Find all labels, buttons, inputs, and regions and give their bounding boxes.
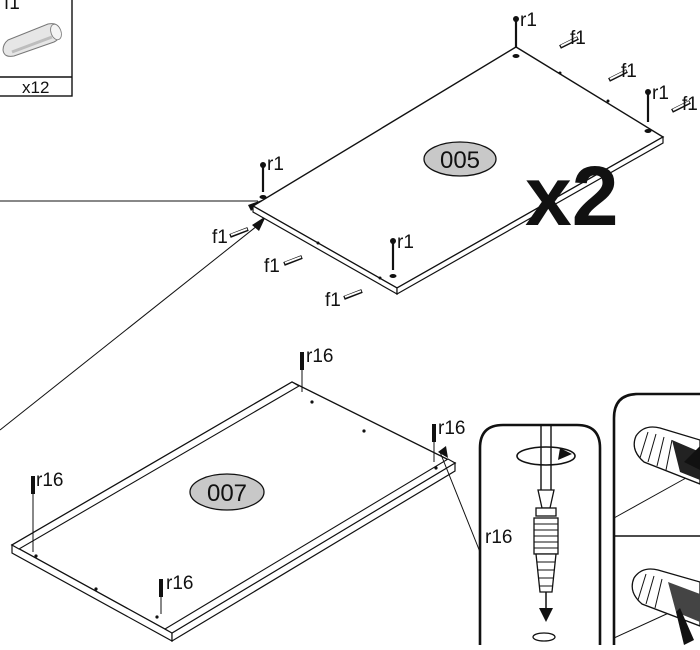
svg-text:f1: f1 [325, 290, 341, 311]
panel-label-005: 005 [440, 147, 480, 174]
screw-r16: r16 [159, 573, 193, 614]
cam-bolt-icon [633, 426, 700, 485]
screw-r16: r16 [31, 470, 63, 552]
svg-text:r16: r16 [438, 418, 465, 439]
detail-box-cam-fitting [612, 392, 700, 645]
svg-text:r16: r16 [166, 573, 193, 594]
parts-box-f1: f1 x12 [0, 0, 73, 97]
detail-leader-line [439, 451, 481, 553]
cam-pin-r1: r1 [260, 154, 284, 192]
cam-pin-r1: r1 [390, 232, 414, 270]
quantity-multiplier: x2 [525, 149, 618, 243]
svg-text:f1: f1 [264, 256, 280, 277]
svg-text:r1: r1 [520, 10, 537, 31]
svg-text:r1: r1 [652, 83, 669, 104]
wooden-dowel-icon [2, 23, 62, 57]
panel-label-007: 007 [207, 480, 247, 507]
cam-pin-r1: r1 [645, 83, 669, 122]
svg-text:r16: r16 [36, 470, 63, 491]
screw-r16: r16 [432, 418, 465, 462]
svg-text:r1: r1 [267, 154, 284, 175]
dowel-f1: f1 [212, 227, 249, 248]
cam-pin-r1: r1 [513, 10, 537, 48]
dowel-f1: f1 [671, 94, 698, 115]
svg-text:f1: f1 [682, 94, 698, 115]
screw-r16: r16 [300, 346, 333, 392]
svg-text:r16: r16 [306, 346, 333, 367]
down-arrow-icon [539, 608, 553, 622]
parts-box-quantity: x12 [22, 78, 49, 97]
svg-text:f1: f1 [212, 227, 228, 248]
parts-box-label: f1 [4, 0, 20, 14]
bottom-panel-007: 007 [10, 381, 457, 643]
dowel-f1: f1 [559, 28, 586, 49]
top-panel-005: 005 [251, 46, 665, 296]
dowel-f1: f1 [264, 255, 303, 277]
svg-text:r1: r1 [397, 232, 414, 253]
svg-text:f1: f1 [621, 61, 637, 82]
svg-text:f1: f1 [570, 28, 586, 49]
detail-box-screw: r16 [478, 423, 602, 645]
detail-screw-label: r16 [485, 527, 512, 548]
threaded-screw-icon [533, 517, 559, 593]
cam-bolt-icon [631, 568, 700, 645]
dowel-f1: f1 [608, 61, 637, 82]
dowel-f1: f1 [325, 289, 363, 311]
